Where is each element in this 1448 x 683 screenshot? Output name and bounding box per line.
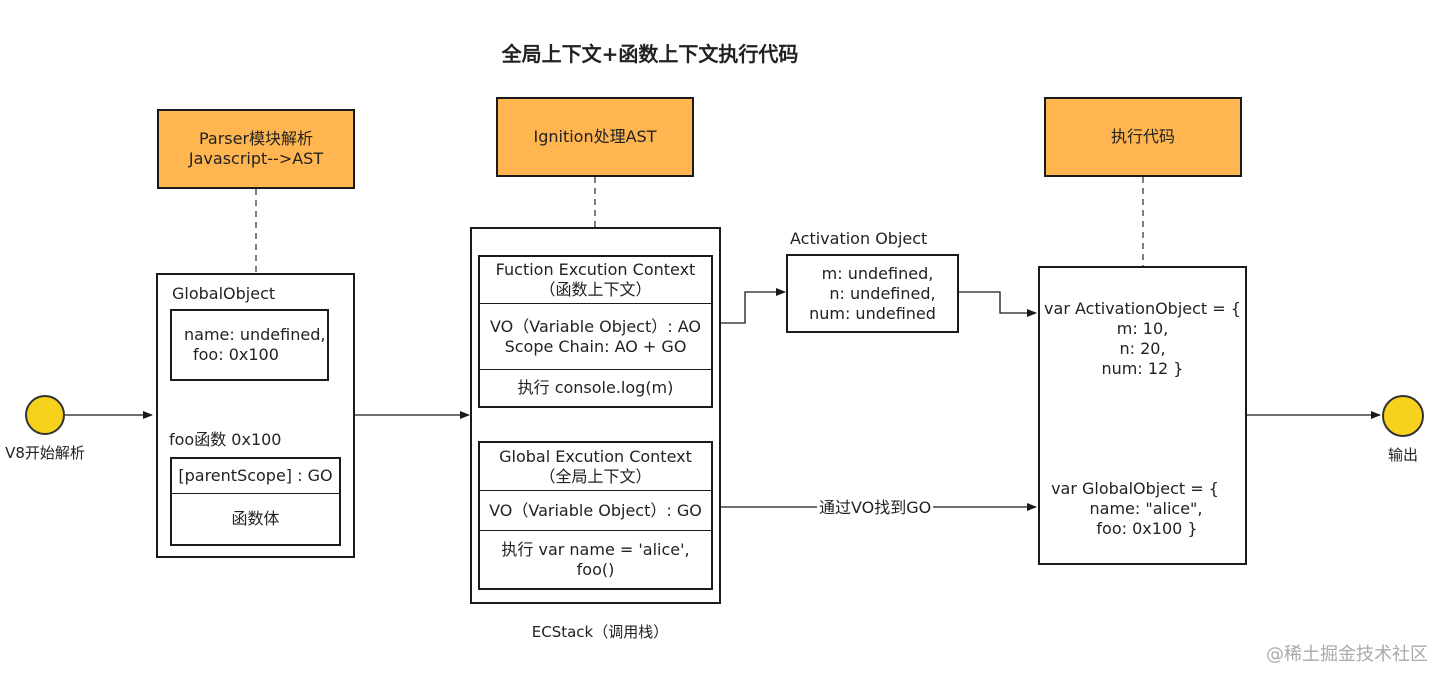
fec-vo-line2: Scope Chain: AO + GO: [504, 336, 687, 356]
arrow-ao-to-activation: [700, 288, 786, 324]
result-go-line2: name: "alice",: [1089, 499, 1203, 518]
foo-function-label: foo函数 0x100: [169, 430, 282, 449]
go-prop-name: name: undefined,: [184, 325, 326, 344]
result-ao-line4: num: 12 }: [1101, 359, 1184, 378]
global-execution-context: Global Excution Context （全局上下文） VO（Varia…: [478, 441, 713, 590]
activation-object-title: Activation Object: [790, 229, 928, 248]
result-go-line1: var GlobalObject = {: [1051, 479, 1219, 498]
start-node: [25, 395, 65, 435]
ecstack-label: ECStack（调用栈）: [531, 623, 669, 641]
fec-vo-line1: VO（Variable Object）: AO: [490, 316, 701, 336]
stage-execute: 执行代码: [1044, 97, 1242, 177]
stage-parser-line1: Parser模块解析: [198, 129, 314, 148]
result-ao-line2: m: 10,: [1116, 319, 1169, 338]
start-label: V8开始解析: [5, 444, 85, 462]
foo-function-body: 函数体: [231, 509, 280, 528]
diagram-title: 全局上下文+函数上下文执行代码: [501, 42, 799, 66]
watermark: @稀土掘金技术社区: [1266, 644, 1428, 665]
stage-parser: Parser模块解析 Javascript-->AST: [157, 109, 355, 189]
result-activation-object: var ActivationObject = { m: 10, n: 20, n…: [1040, 299, 1245, 379]
ao-line-num: num: undefined: [809, 303, 936, 323]
stage-ignition-label: Ignition处理AST: [533, 127, 657, 146]
result-global-object: var GlobalObject = { name: "alice", foo:…: [1040, 479, 1230, 539]
ao-line-n: n: undefined,: [829, 283, 936, 303]
fec-title-line2: （函数上下文）: [539, 280, 652, 299]
gec-vo: VO（Variable Object）: GO: [480, 491, 711, 531]
ao-line-m: m: undefined,: [821, 263, 934, 283]
result-ao-line1: var ActivationObject = {: [1044, 299, 1241, 318]
end-label: 输出: [1387, 446, 1418, 464]
activation-object-box: m: undefined, n: undefined, num: undefin…: [786, 254, 959, 333]
activation-object-body: m: undefined, n: undefined, num: undefin…: [788, 256, 957, 331]
end-node: [1382, 395, 1424, 437]
gec-title: Global Excution Context （全局上下文）: [480, 443, 711, 491]
fec-title: Fuction Excution Context （函数上下文）: [480, 257, 711, 304]
gec-exec-line1: 执行 var name = 'alice',: [501, 539, 690, 559]
execution-result-box: [1038, 266, 1247, 565]
result-ao-line3: n: 20,: [1119, 339, 1166, 358]
gec-title-line1: Global Excution Context: [499, 446, 692, 466]
function-execution-context: Fuction Excution Context （函数上下文） VO（Vari…: [478, 255, 713, 408]
go-prop-foo: foo: 0x100: [193, 345, 279, 364]
global-object-props: name: undefined, foo: 0x100: [170, 309, 329, 381]
arrow-activation-to-result: [958, 291, 1037, 317]
edge-label-vo-go: 通过VO找到GO: [817, 498, 934, 518]
fec-vo: VO（Variable Object）: AO Scope Chain: AO …: [480, 304, 711, 370]
gec-exec: 执行 var name = 'alice', foo(): [480, 531, 711, 588]
fec-exec: 执行 console.log(m): [517, 378, 674, 397]
stage-execute-label: 执行代码: [1110, 127, 1175, 146]
stage-ignition: Ignition处理AST: [496, 97, 694, 177]
stage-parser-line2: Javascript-->AST: [188, 149, 324, 168]
gec-title-line2: （全局上下文）: [539, 466, 652, 486]
foo-function-box: [parentScope] : GO 函数体: [170, 457, 341, 546]
foo-parent-scope: [parentScope] : GO: [172, 459, 339, 494]
global-object-title: GlobalObject: [172, 284, 276, 303]
result-go-line3: foo: 0x100 }: [1096, 519, 1198, 538]
fec-title-line1: Fuction Excution Context: [495, 260, 696, 279]
gec-exec-line2: foo(): [576, 559, 615, 579]
